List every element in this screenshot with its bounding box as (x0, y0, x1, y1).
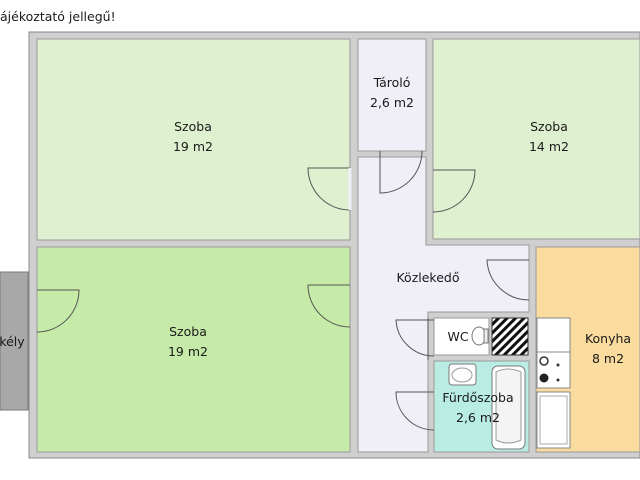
chimney-hatch (491, 317, 529, 356)
room-area-szoba-2: 14 m2 (529, 139, 569, 154)
stove-burner-icon (556, 363, 560, 367)
room-szoba-2 (432, 38, 640, 240)
room-label-konyha: Konyha (585, 331, 631, 346)
room-area-konyha: 8 m2 (592, 351, 624, 366)
door-swing-icon (395, 391, 435, 431)
door-swing-icon (395, 319, 435, 357)
room-label-furdoszoba: Fürdőszoba (442, 390, 513, 405)
room-area-szoba-3: 19 m2 (168, 344, 208, 359)
toilet-tank-icon (483, 328, 489, 344)
washbasin-bowl-icon (451, 367, 473, 383)
door-swing-icon (307, 167, 351, 211)
room-szoba-1 (36, 38, 351, 241)
door-swing-icon (36, 289, 80, 333)
kitchen-counter (536, 317, 571, 353)
stove-burner-icon (539, 356, 549, 366)
stove-burner-icon (539, 373, 549, 383)
room-area-taroló: 2,6 m2 (370, 95, 414, 110)
room-szoba-3 (36, 246, 351, 453)
room-label-szoba-1: Szoba (174, 119, 212, 134)
room-kozlekedo (357, 156, 530, 453)
door-swing-icon (486, 259, 530, 301)
kitchen-sink-icon (536, 391, 571, 449)
bathtub-basin-icon (495, 368, 522, 444)
room-label-szoba-3: Szoba (169, 324, 207, 339)
stove-burner-icon (556, 378, 560, 382)
disclaimer-note: ájékoztató jellegű! (0, 9, 116, 24)
door-swing-icon (379, 150, 423, 194)
room-label-wc: WC (447, 329, 468, 344)
door-swing-icon (432, 169, 476, 213)
room-label-kozlekedo: Közlekedő (396, 270, 459, 285)
kitchen-sink-basin-icon (539, 395, 568, 445)
room-area-szoba-1: 19 m2 (173, 139, 213, 154)
room-label-erkely: kély (0, 334, 25, 349)
balcony-area (0, 271, 29, 411)
room-taroló (357, 38, 427, 152)
room-area-furdoszoba: 2,6 m2 (456, 410, 500, 425)
room-label-taroló: Tároló (373, 75, 411, 90)
door-swing-icon (307, 284, 351, 328)
room-label-szoba-2: Szoba (530, 119, 568, 134)
